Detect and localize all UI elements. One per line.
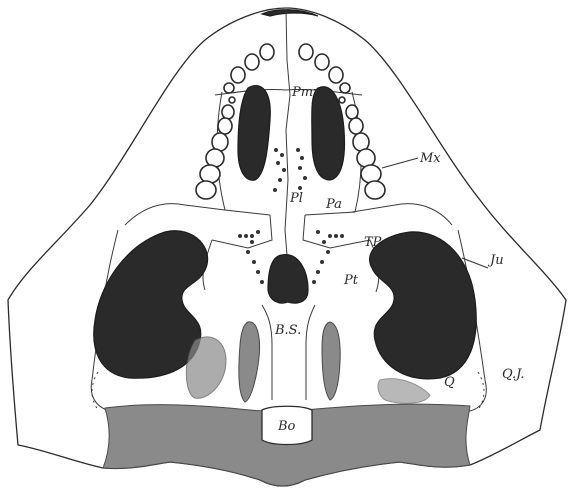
label-basioccipital: Bo: [277, 419, 296, 434]
label-prevomer: Pa: [325, 197, 342, 212]
label-pterygoid: Pt: [343, 273, 359, 288]
label-quadrate: Q: [444, 375, 455, 390]
label-transverse-pterygoid: TP: [364, 235, 382, 250]
label-jugal: Ju: [487, 253, 504, 268]
label-quadratojugal: Q.J.: [502, 367, 524, 382]
label-premaxilla: Pmx: [291, 85, 321, 100]
label-palatine: Pl: [289, 191, 303, 206]
label-basisphenoid: B.S.: [274, 323, 301, 338]
label-maxilla: Mx: [419, 151, 441, 166]
